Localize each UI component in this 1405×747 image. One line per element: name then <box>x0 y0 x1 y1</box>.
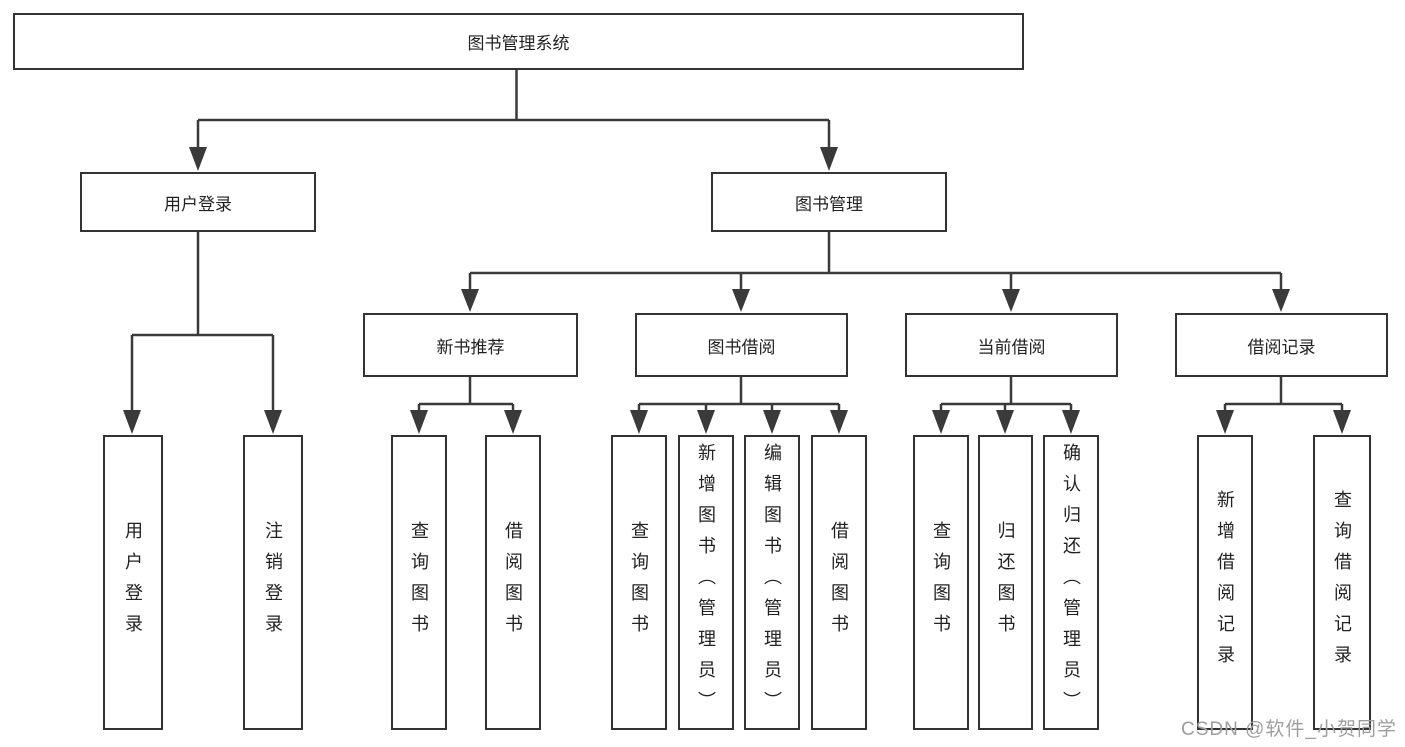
leaf-user-login: 用户登录 <box>103 435 163 730</box>
node-book-management: 图书管理 <box>711 172 947 232</box>
node-new-book-recommend-label: 新书推荐 <box>436 337 505 357</box>
leaf-borrow-books-label: 借阅图书 <box>829 520 849 645</box>
leaf-query-books-current: 查询图书 <box>913 435 969 730</box>
leaf-add-book-admin-label: 新增图书（管理员） <box>696 443 716 722</box>
node-new-book-recommend: 新书推荐 <box>363 313 578 377</box>
leaf-add-book-admin: 新增图书（管理员） <box>678 435 734 730</box>
leaf-confirm-return-admin-label: 确认归还（管理员） <box>1061 443 1081 722</box>
leaf-logout-label: 注销登录 <box>263 520 283 645</box>
leaf-return-books: 归还图书 <box>978 435 1033 730</box>
leaf-query-books-recommend-label: 查询图书 <box>409 520 429 645</box>
leaf-add-borrow-record-label: 新增借阅记录 <box>1215 489 1235 676</box>
node-book-management-label: 图书管理 <box>795 194 863 214</box>
leaf-user-login-label: 用户登录 <box>123 520 143 645</box>
node-book-borrow-label: 图书借阅 <box>707 337 776 357</box>
leaf-edit-book-admin-label: 编辑图书（管理员） <box>762 443 782 722</box>
leaf-confirm-return-admin: 确认归还（管理员） <box>1043 435 1099 730</box>
leaf-query-books-borrow-label: 查询图书 <box>629 520 649 645</box>
node-book-borrow: 图书借阅 <box>635 313 848 377</box>
leaf-query-books-current-label: 查询图书 <box>931 520 951 645</box>
node-current-borrow-label: 当前借阅 <box>977 337 1046 357</box>
arrowhead-icons <box>123 147 1351 434</box>
node-borrow-records: 借阅记录 <box>1175 313 1388 377</box>
watermark: CSDN @软件_小贺同学 <box>1181 719 1397 740</box>
node-root-system: 图书管理系统 <box>13 13 1024 70</box>
leaf-edit-book-admin: 编辑图书（管理员） <box>744 435 800 730</box>
leaf-query-books-borrow: 查询图书 <box>611 435 667 730</box>
leaf-borrow-books-recommend: 借阅图书 <box>485 435 541 730</box>
leaf-query-borrow-record: 查询借阅记录 <box>1313 435 1371 730</box>
node-current-borrow: 当前借阅 <box>905 313 1118 377</box>
node-borrow-records-label: 借阅记录 <box>1247 337 1316 357</box>
node-user-login-label: 用户登录 <box>164 194 232 214</box>
leaf-borrow-books: 借阅图书 <box>811 435 867 730</box>
leaf-borrow-books-recommend-label: 借阅图书 <box>503 520 523 645</box>
node-root-label: 图书管理系统 <box>467 34 570 53</box>
leaf-logout: 注销登录 <box>243 435 303 730</box>
leaf-query-books-recommend: 查询图书 <box>391 435 447 730</box>
leaf-query-borrow-record-label: 查询借阅记录 <box>1332 489 1352 676</box>
leaf-return-books-label: 归还图书 <box>995 520 1016 645</box>
leaf-add-borrow-record: 新增借阅记录 <box>1197 435 1253 730</box>
node-user-login: 用户登录 <box>80 172 316 232</box>
